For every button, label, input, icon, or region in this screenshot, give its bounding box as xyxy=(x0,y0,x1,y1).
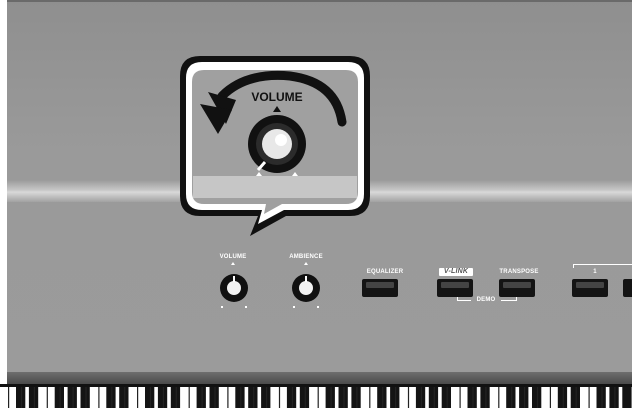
black-key[interactable] xyxy=(571,387,580,408)
white-key-divider xyxy=(214,387,215,408)
black-key[interactable] xyxy=(300,387,309,408)
black-key[interactable] xyxy=(558,387,567,408)
white-key-divider xyxy=(163,387,164,408)
black-key[interactable] xyxy=(519,387,528,408)
white-key-divider xyxy=(150,387,151,408)
black-key[interactable] xyxy=(16,387,25,408)
white-key-divider xyxy=(447,387,448,408)
white-key-divider xyxy=(98,387,99,408)
white-key-divider xyxy=(21,387,22,408)
black-key[interactable] xyxy=(597,387,606,408)
black-key[interactable] xyxy=(351,387,360,408)
piano-keyboard xyxy=(0,384,632,408)
white-key-divider xyxy=(576,387,577,408)
white-key-divider xyxy=(85,387,86,408)
white-key-divider xyxy=(318,387,319,408)
black-key[interactable] xyxy=(68,387,77,408)
white-key-divider xyxy=(382,387,383,408)
black-key[interactable] xyxy=(119,387,128,408)
black-key[interactable] xyxy=(261,387,270,408)
black-key[interactable] xyxy=(468,387,477,408)
white-key-divider xyxy=(485,387,486,408)
white-key-divider xyxy=(356,387,357,408)
black-key[interactable] xyxy=(145,387,154,408)
white-key-divider xyxy=(601,387,602,408)
white-key-divider xyxy=(124,387,125,408)
white-key-divider xyxy=(279,387,280,408)
white-key-divider xyxy=(550,387,551,408)
white-key-divider xyxy=(253,387,254,408)
keyboard-top-edge xyxy=(0,384,632,387)
white-key-divider xyxy=(472,387,473,408)
black-key[interactable] xyxy=(622,387,631,408)
black-key[interactable] xyxy=(235,387,244,408)
black-key[interactable] xyxy=(609,387,618,408)
white-key-divider xyxy=(331,387,332,408)
black-key[interactable] xyxy=(480,387,489,408)
white-key-divider xyxy=(34,387,35,408)
white-key-divider xyxy=(434,387,435,408)
white-key-divider xyxy=(202,387,203,408)
callout-volume-label: VOLUME xyxy=(251,90,302,104)
white-key-divider xyxy=(227,387,228,408)
black-key[interactable] xyxy=(339,387,348,408)
white-key-divider xyxy=(8,387,9,408)
white-key-divider xyxy=(498,387,499,408)
white-key-divider xyxy=(408,387,409,408)
white-key-divider xyxy=(589,387,590,408)
white-key-divider xyxy=(111,387,112,408)
white-key-divider xyxy=(369,387,370,408)
black-key[interactable] xyxy=(506,387,515,408)
white-key-divider xyxy=(73,387,74,408)
black-key[interactable] xyxy=(390,387,399,408)
white-key-divider xyxy=(524,387,525,408)
black-key[interactable] xyxy=(210,387,219,408)
black-key[interactable] xyxy=(429,387,438,408)
black-key[interactable] xyxy=(197,387,206,408)
white-key-divider xyxy=(305,387,306,408)
callout-chrome-strip xyxy=(193,176,357,198)
black-key[interactable] xyxy=(55,387,64,408)
white-key-divider xyxy=(47,387,48,408)
black-key[interactable] xyxy=(532,387,541,408)
black-key[interactable] xyxy=(377,387,386,408)
black-key[interactable] xyxy=(442,387,451,408)
white-key-divider xyxy=(563,387,564,408)
black-key[interactable] xyxy=(171,387,180,408)
white-key-divider xyxy=(511,387,512,408)
white-key-divider xyxy=(240,387,241,408)
white-key-divider xyxy=(460,387,461,408)
black-key[interactable] xyxy=(29,387,38,408)
white-key-divider xyxy=(395,387,396,408)
black-key[interactable] xyxy=(248,387,257,408)
black-key[interactable] xyxy=(81,387,90,408)
black-key[interactable] xyxy=(106,387,115,408)
black-key[interactable] xyxy=(287,387,296,408)
white-key-divider xyxy=(614,387,615,408)
white-key-divider xyxy=(137,387,138,408)
white-key-divider xyxy=(189,387,190,408)
black-key[interactable] xyxy=(416,387,425,408)
white-key-divider xyxy=(60,387,61,408)
black-key[interactable] xyxy=(158,387,167,408)
white-key-divider xyxy=(343,387,344,408)
black-key[interactable] xyxy=(326,387,335,408)
white-key-divider xyxy=(176,387,177,408)
white-key-divider xyxy=(292,387,293,408)
callout-knob-highlight xyxy=(275,134,287,146)
white-key-divider xyxy=(266,387,267,408)
white-key-divider xyxy=(421,387,422,408)
white-key-divider xyxy=(537,387,538,408)
